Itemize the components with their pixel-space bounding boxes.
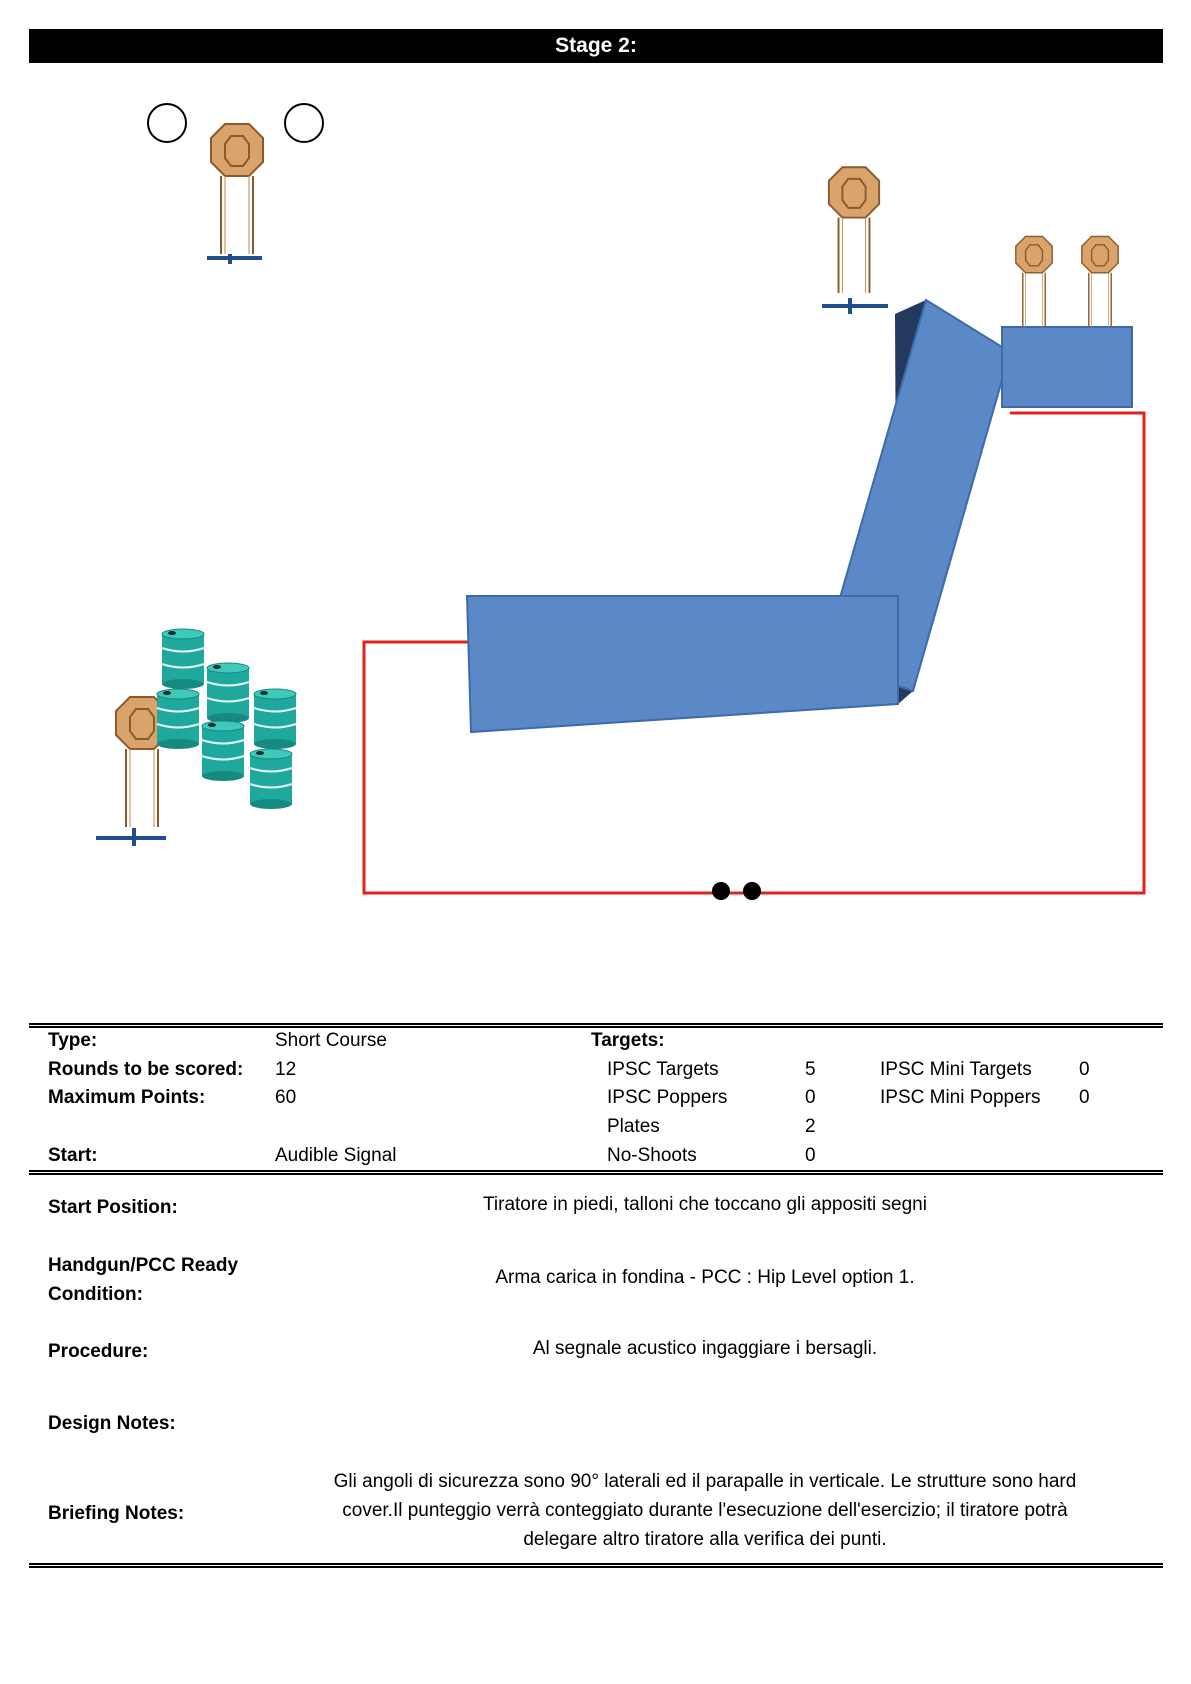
mini-targets-value: 0: [1079, 1059, 1090, 1080]
targets-label: Targets:: [591, 1030, 665, 1051]
ready-condition-value: Arma carica in fondina - PCC : Hip Level…: [495, 1267, 915, 1288]
briefing-notes-label: Briefing Notes:: [48, 1503, 185, 1524]
targets-poppers-label: IPSC Poppers: [607, 1087, 728, 1108]
ipsc-target: [822, 166, 888, 314]
plate-target: [147, 103, 187, 143]
rounds-label: Rounds to be scored:: [48, 1059, 244, 1080]
start-value: Audible Signal: [275, 1145, 397, 1166]
procedure-label: Procedure:: [48, 1341, 149, 1362]
start-label: Start:: [48, 1145, 98, 1166]
targets-plates-label: Plates: [607, 1116, 660, 1137]
front-wall: [465, 595, 899, 734]
rounds-value: 12: [275, 1059, 297, 1080]
briefing-line: Gli angoli di sicurezza sono 90° lateral…: [333, 1471, 1077, 1492]
ipsc-target: [1014, 235, 1054, 329]
platform-wall: [1001, 326, 1133, 408]
divider: [29, 1023, 1163, 1028]
briefing-notes-value: Gli angoli di sicurezza sono 90° lateral…: [290, 1467, 1120, 1554]
ready-condition-label-2: Condition:: [48, 1284, 143, 1305]
mini-targets-label: IPSC Mini Targets: [880, 1059, 1032, 1080]
divider: [29, 1170, 1163, 1175]
briefing-line: delegare altro tiratore alla verifica de…: [523, 1529, 887, 1550]
type-label: Type:: [48, 1030, 98, 1051]
procedure-value: Al segnale acustico ingaggiare i bersagl…: [532, 1338, 878, 1359]
max-points-label: Maximum Points:: [48, 1087, 206, 1108]
targets-noshoots-value: 0: [805, 1145, 816, 1166]
start-position-value: Tiratore in piedi, talloni che toccano g…: [483, 1194, 927, 1215]
divider: [29, 1563, 1163, 1568]
mini-poppers-label: IPSC Mini Poppers: [880, 1087, 1041, 1108]
ipsc-target: [207, 123, 264, 264]
stage-title: Stage 2:: [29, 29, 1163, 63]
ipsc-target: [1080, 235, 1120, 329]
briefing-line: cover.Il punteggio verrà conteggiato dur…: [342, 1500, 1068, 1521]
stage-diagram: [96, 103, 1146, 900]
start-position-label: Start Position:: [48, 1197, 178, 1218]
barrel-stack: [156, 628, 297, 810]
targets-poppers-value: 0: [805, 1087, 816, 1108]
type-value: Short Course: [275, 1030, 387, 1051]
start-mark: [743, 882, 761, 900]
targets-ipsc-label: IPSC Targets: [607, 1059, 719, 1080]
design-notes-label: Design Notes:: [48, 1413, 176, 1434]
mini-poppers-value: 0: [1079, 1087, 1090, 1108]
ready-condition-label-1: Handgun/PCC Ready: [48, 1255, 239, 1276]
targets-plates-value: 2: [805, 1116, 816, 1137]
max-points-value: 60: [275, 1087, 297, 1108]
start-mark: [712, 882, 730, 900]
targets-ipsc-value: 5: [805, 1059, 816, 1080]
angled-wall: [820, 298, 1012, 705]
plate-target: [284, 103, 324, 143]
targets-noshoots-label: No-Shoots: [607, 1145, 697, 1166]
ipsc-target: [96, 696, 169, 846]
